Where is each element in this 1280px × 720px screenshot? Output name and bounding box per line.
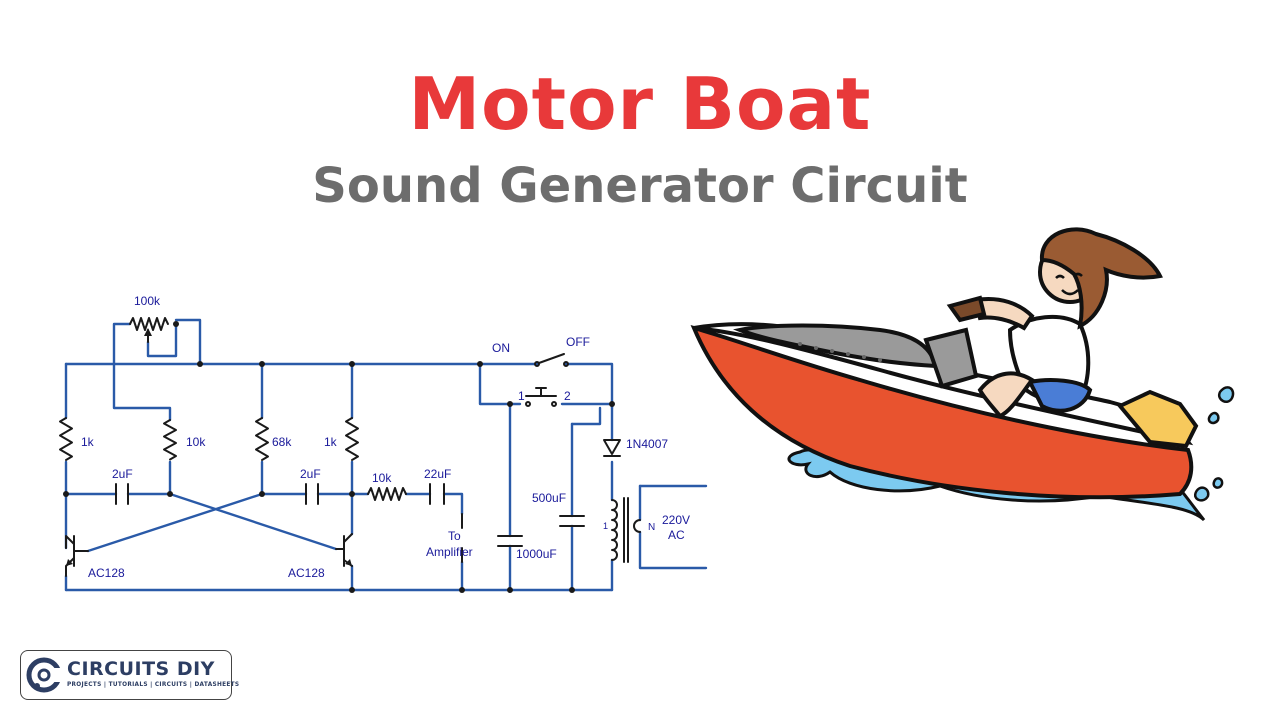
switch-off-label: OFF	[566, 335, 590, 349]
output-label-amplifier: Amplifier	[426, 545, 473, 559]
pot-label: 100k	[134, 294, 161, 308]
boat-hull	[690, 324, 1194, 500]
logo-icon	[26, 657, 63, 693]
diode-label: 1N4007	[626, 437, 668, 451]
filter-cap-label: 1000uF	[516, 547, 557, 561]
mains-voltage-label: 220V	[662, 513, 690, 527]
rider-hair	[1039, 227, 1163, 330]
pushbutton-2-label: 2	[564, 389, 571, 403]
r2-label: 10k	[186, 435, 206, 449]
cap-500-label: 500uF	[532, 491, 566, 505]
c3-label: 22uF	[424, 467, 451, 481]
jet-ski-illustration	[690, 227, 1235, 522]
q2-label: AC128	[288, 566, 325, 580]
title: Motor Boat	[408, 62, 872, 146]
c1-label: 2uF	[112, 467, 133, 481]
logo-tagline: PROJECTS | TUTORIALS | CIRCUITS | DATASH…	[67, 682, 240, 688]
circuit-diagram: 100k 1k 10k 68k 1k 2uF 2uF 10k 22uF AC12…	[59, 294, 708, 593]
transformer-n-label: N	[648, 522, 655, 533]
circuits-diy-logo[interactable]: CIRCUITS DIY PROJECTS | TUTORIALS | CIRC…	[20, 650, 239, 700]
transformer-1-label: 1	[603, 521, 608, 531]
output-label-to: To	[448, 529, 461, 543]
q1-label: AC128	[88, 566, 125, 580]
switch-on-label: ON	[492, 341, 510, 355]
r3-label: 68k	[272, 435, 292, 449]
pushbutton-1-label: 1	[518, 389, 525, 403]
r1-label: 1k	[81, 435, 95, 449]
logo-name: CIRCUITS DIY	[67, 658, 215, 680]
subtitle: Sound Generator Circuit	[312, 158, 968, 214]
r4-label: 1k	[324, 435, 338, 449]
mains-ac-label: AC	[668, 528, 685, 542]
c2-label: 2uF	[300, 467, 321, 481]
r5-label: 10k	[372, 471, 392, 485]
